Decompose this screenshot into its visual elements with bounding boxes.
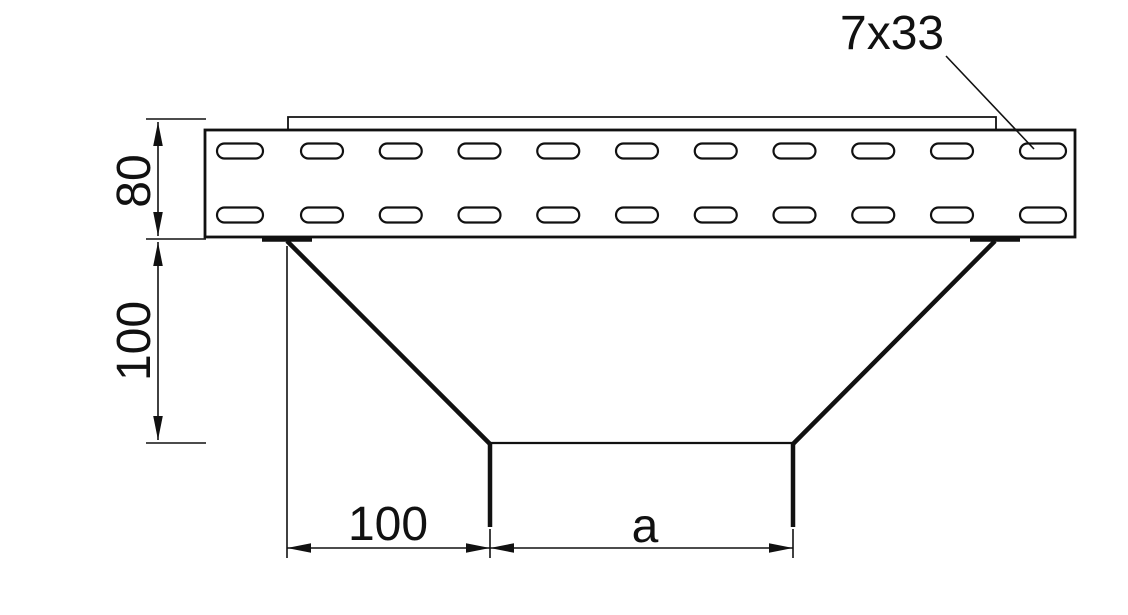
slot-hole: [614, 142, 660, 160]
slot-hole: [693, 206, 738, 224]
slot-hole: [536, 142, 581, 160]
slot-hole: [457, 206, 502, 224]
label-100-horizontal: 100: [348, 498, 428, 551]
label-80: 80: [108, 154, 161, 207]
slot-hole: [215, 142, 265, 160]
slot-hole: [851, 142, 896, 160]
reducer-body: [262, 237, 1020, 527]
slot-hole: [299, 206, 345, 224]
label-100-vertical: 100: [108, 301, 161, 381]
slot-hole: [1018, 206, 1068, 224]
slot-hole: [1018, 142, 1068, 160]
dimension-funnel-height: 100: [108, 242, 206, 444]
slot-hole: [929, 206, 975, 224]
slot-hole: [457, 142, 502, 160]
leader-line: [945, 55, 1035, 150]
tray-back-edge: [287, 116, 997, 129]
slot-hole: [215, 206, 265, 224]
slot-pattern: [215, 142, 1068, 224]
dimension-rail-height: 80: [108, 118, 206, 240]
slot-hole: [772, 206, 817, 224]
label-7x33: 7x33: [840, 7, 944, 60]
slot-hole: [536, 206, 581, 224]
slot-hole: [851, 206, 896, 224]
label-a: a: [632, 500, 659, 553]
tray-rail: [203, 128, 1077, 239]
slot-hole: [299, 142, 345, 160]
slot-hole: [378, 142, 423, 160]
callout-slot-size: 7x33: [840, 7, 1035, 150]
slot-hole: [929, 142, 975, 160]
dimension-bottom: 100 a: [286, 246, 794, 558]
right-slant-wall: [791, 239, 997, 446]
slot-hole: [772, 142, 817, 160]
slot-hole: [614, 206, 660, 224]
slot-hole: [693, 142, 738, 160]
slot-hole: [378, 206, 423, 224]
left-slant-wall: [285, 239, 492, 446]
